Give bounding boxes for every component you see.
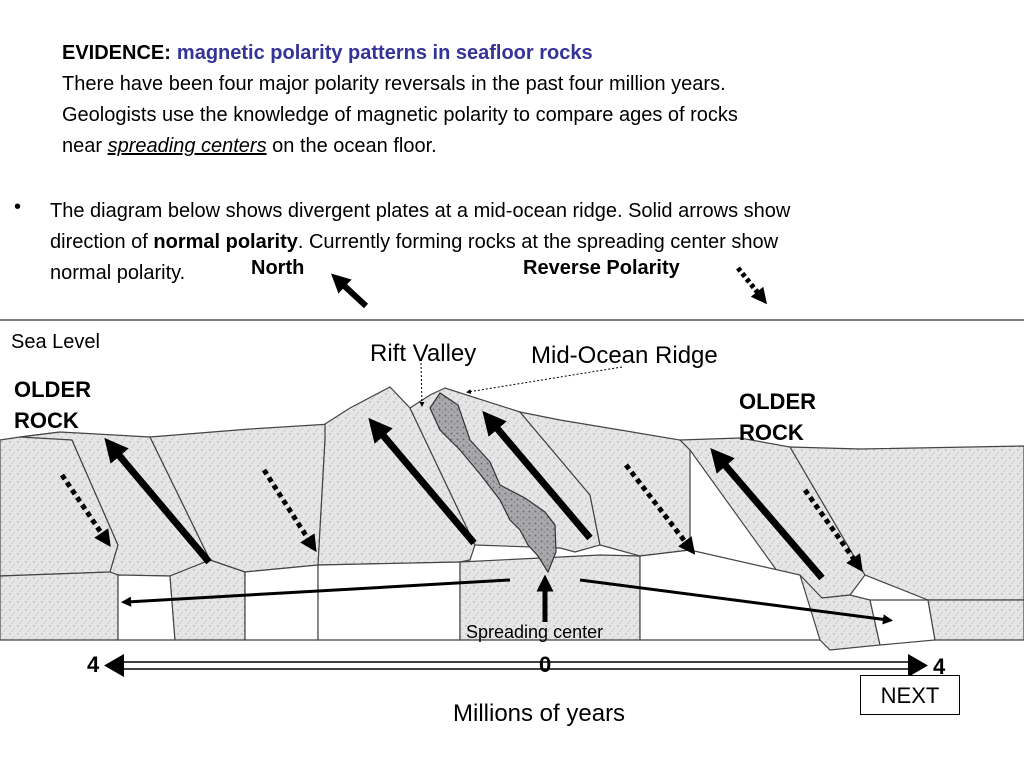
intro-heading: EVIDENCE:magnetic polarity patterns in s… <box>62 38 1002 69</box>
reverse-polarity-arrow-icon <box>261 468 317 553</box>
older-rock-right-label: OLDER ROCK <box>739 386 816 448</box>
older-rock-left-line-2: ROCK <box>14 408 79 433</box>
timeline-left-tick: 4 <box>87 652 100 677</box>
normal-polarity-arrow-icon <box>104 437 212 565</box>
rock-block <box>317 561 461 641</box>
bullet-line-2-post: . Currently forming rocks at the spreadi… <box>297 231 779 253</box>
timeline-left-arrowhead-icon <box>104 654 124 677</box>
rock-block <box>788 445 1024 601</box>
normal-polarity-arrow-icon <box>368 417 477 546</box>
sea-level-label: Sea Level <box>11 331 100 353</box>
intro-line-3-post: on the ocean floor. <box>266 135 437 157</box>
normal-polarity-arrow-icon <box>482 410 593 541</box>
bullet-line-2: direction of normal polarity. Currently … <box>50 227 1010 258</box>
timeline-right-tick: 4 <box>933 654 946 679</box>
rock-block <box>927 599 1024 641</box>
timeline-right-arrowhead-icon <box>908 654 928 677</box>
next-button[interactable]: NEXT <box>860 675 960 715</box>
intro-line-3: near spreading centers on the ocean floo… <box>62 131 1002 162</box>
bullet-line-2-pre: direction of <box>50 231 154 253</box>
bullet-paragraph: The diagram below shows divergent plates… <box>50 196 1010 289</box>
intro-block: EVIDENCE:magnetic polarity patterns in s… <box>62 38 1002 162</box>
reverse-polarity-arrow-icon <box>802 488 863 572</box>
older-rock-left-line-1: OLDER <box>14 377 91 402</box>
bullet-line-1: The diagram below shows divergent plates… <box>50 200 791 222</box>
intro-line-3-pre: near <box>62 135 108 157</box>
polarity-arrows <box>59 410 863 581</box>
rock-block <box>317 386 476 566</box>
rock-block <box>0 571 119 641</box>
mid-ocean-ridge-leader <box>466 366 623 394</box>
older-rock-right-line-1: OLDER <box>739 389 816 414</box>
older-rock-right-line-2: ROCK <box>739 420 804 445</box>
legend-north-label: North <box>251 257 305 279</box>
timeline-axis-label: Millions of years <box>453 700 626 727</box>
older-rock-left-label: OLDER ROCK <box>14 374 91 436</box>
intro-line-2: Geologists use the knowledge of magnetic… <box>62 104 738 126</box>
rift-valley-label: Rift Valley <box>370 340 477 367</box>
legend-reverse-label: Reverse Polarity <box>523 257 680 279</box>
reverse-legend-arrow-icon <box>736 266 767 305</box>
north-legend-arrow-icon <box>330 273 369 309</box>
rift-valley-leader <box>419 362 425 407</box>
timeline-center-tick: 0 <box>539 652 552 677</box>
spreading-centers-term: spreading centers <box>107 135 267 157</box>
spreading-center-label: Spreading center <box>466 622 604 642</box>
seafloor-rock-blocks <box>0 386 1024 651</box>
evidence-topic: magnetic polarity patterns in seafloor r… <box>176 42 593 64</box>
reverse-polarity-arrow-icon <box>59 473 111 548</box>
bullet-line-3: normal polarity. <box>50 262 186 284</box>
evidence-label: EVIDENCE: <box>62 42 171 64</box>
bullet-marker: • <box>14 196 22 218</box>
rock-block <box>244 564 319 641</box>
mid-ocean-ridge-label: Mid-Ocean Ridge <box>531 342 718 369</box>
plate-motion-left-arrow-icon <box>120 578 511 607</box>
timeline-axis <box>104 654 928 677</box>
normal-polarity-arrow-icon <box>710 447 825 581</box>
normal-polarity-term: normal polarity <box>153 231 298 253</box>
rock-block <box>117 574 176 641</box>
intro-line-1: There have been four major polarity reve… <box>62 73 726 95</box>
magma-rift-fill <box>429 392 557 574</box>
plate-motion-right-arrow-icon <box>579 578 894 625</box>
rock-block <box>869 599 936 646</box>
